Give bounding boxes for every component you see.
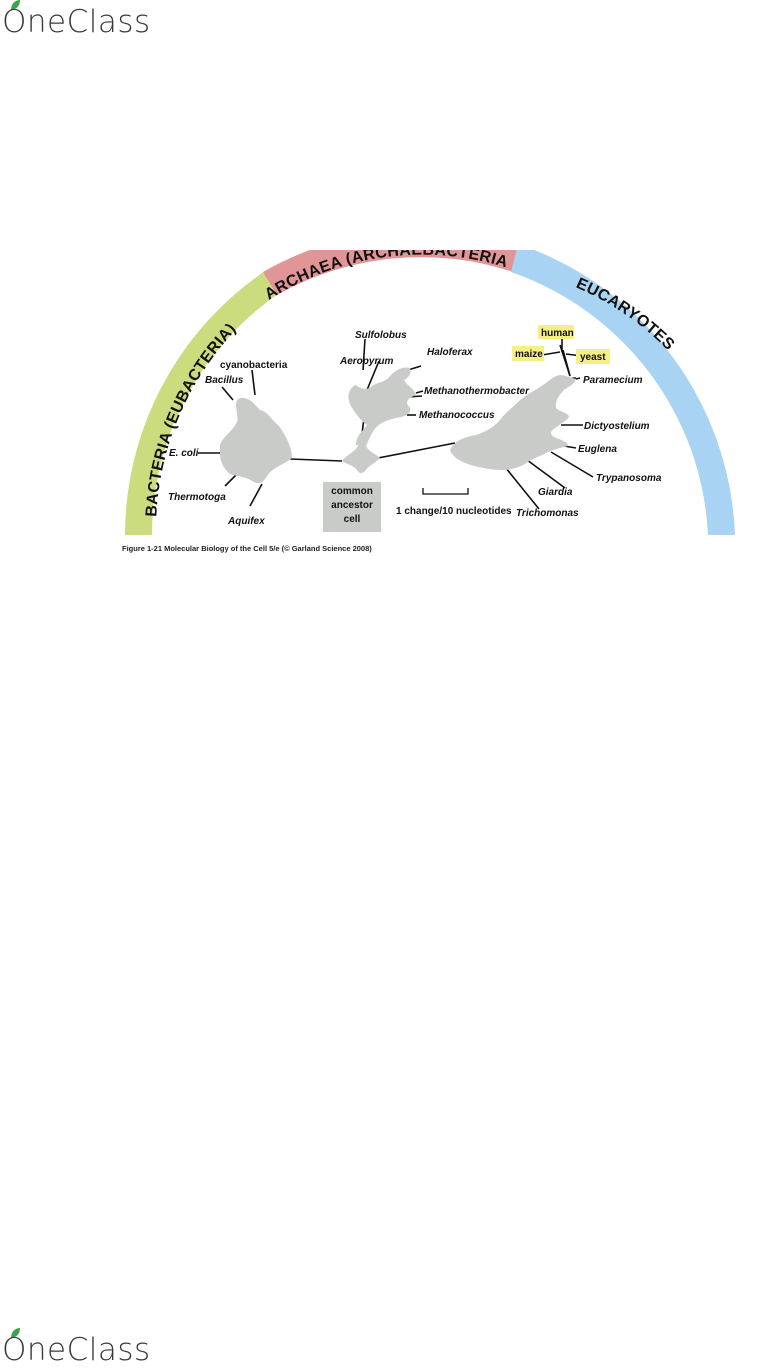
logo-text: OneClass — [2, 4, 151, 40]
label-paramecium: Paramecium — [583, 375, 643, 386]
ancestor-label-line1: common — [331, 486, 373, 497]
label-dictyostelium: Dictyostelium — [584, 421, 650, 432]
archaea-arc-band — [263, 250, 519, 295]
leaf-icon — [11, 1328, 20, 1338]
ancestor-label-line2: ancestor — [331, 500, 373, 511]
label-trichomonas: Trichomonas — [516, 508, 579, 519]
label-cyanobacteria: cyanobacteria — [220, 360, 288, 371]
yeast-highlight — [576, 349, 610, 364]
archaea-blob — [348, 367, 416, 446]
figure-caption: Figure 1-21 Molecular Biology of the Cel… — [122, 544, 372, 553]
label-yeast: yeast — [580, 352, 606, 363]
bacteria-blob — [220, 397, 292, 484]
label-giardia: Giardia — [538, 487, 573, 498]
eucaryote-blob — [450, 375, 576, 470]
label-haloferax: Haloferax — [427, 347, 473, 358]
bacteria-arc-band — [125, 271, 278, 535]
label-aquifex: Aquifex — [227, 516, 265, 527]
label-bacillus: Bacillus — [205, 375, 244, 386]
ancestor-blob — [342, 442, 380, 473]
maize-highlight — [512, 346, 544, 361]
label-ecoli: E. coli — [169, 448, 199, 459]
scale-label: 1 change/10 nucleotides — [396, 506, 512, 517]
label-trypanosoma: Trypanosoma — [596, 473, 662, 484]
label-methanothermobacter: Methanothermobacter — [424, 386, 530, 397]
ancestor-label-line3: cell — [344, 514, 361, 525]
common-ancestor-box — [323, 482, 381, 532]
label-maize: maize — [515, 349, 543, 360]
label-thermotoga: Thermotoga — [168, 492, 226, 503]
logo-text: OneClass — [2, 1332, 151, 1368]
scale-bar — [422, 488, 469, 495]
leaf-icon — [11, 0, 20, 10]
phylogenetic-tree-diagram: BACTERIA (EUBACTERIA) ARCHAEA (ARCHAEBAC… — [120, 250, 735, 553]
oneclass-logo: OneClass — [2, 0, 151, 42]
label-aeropyrum: Aeropyrum — [339, 356, 393, 367]
human-highlight — [538, 325, 574, 339]
label-human: human — [541, 328, 574, 339]
label-sulfolobus: Sulfolobus — [355, 330, 407, 341]
oneclass-logo-footer: OneClass — [2, 1328, 151, 1370]
tree-of-life-figure: BACTERIA (EUBACTERIA) ARCHAEA (ARCHAEBAC… — [120, 250, 760, 570]
eucaryotes-arc-band — [511, 250, 735, 535]
label-methanococcus: Methanococcus — [419, 410, 495, 421]
label-euglena: Euglena — [578, 444, 617, 455]
